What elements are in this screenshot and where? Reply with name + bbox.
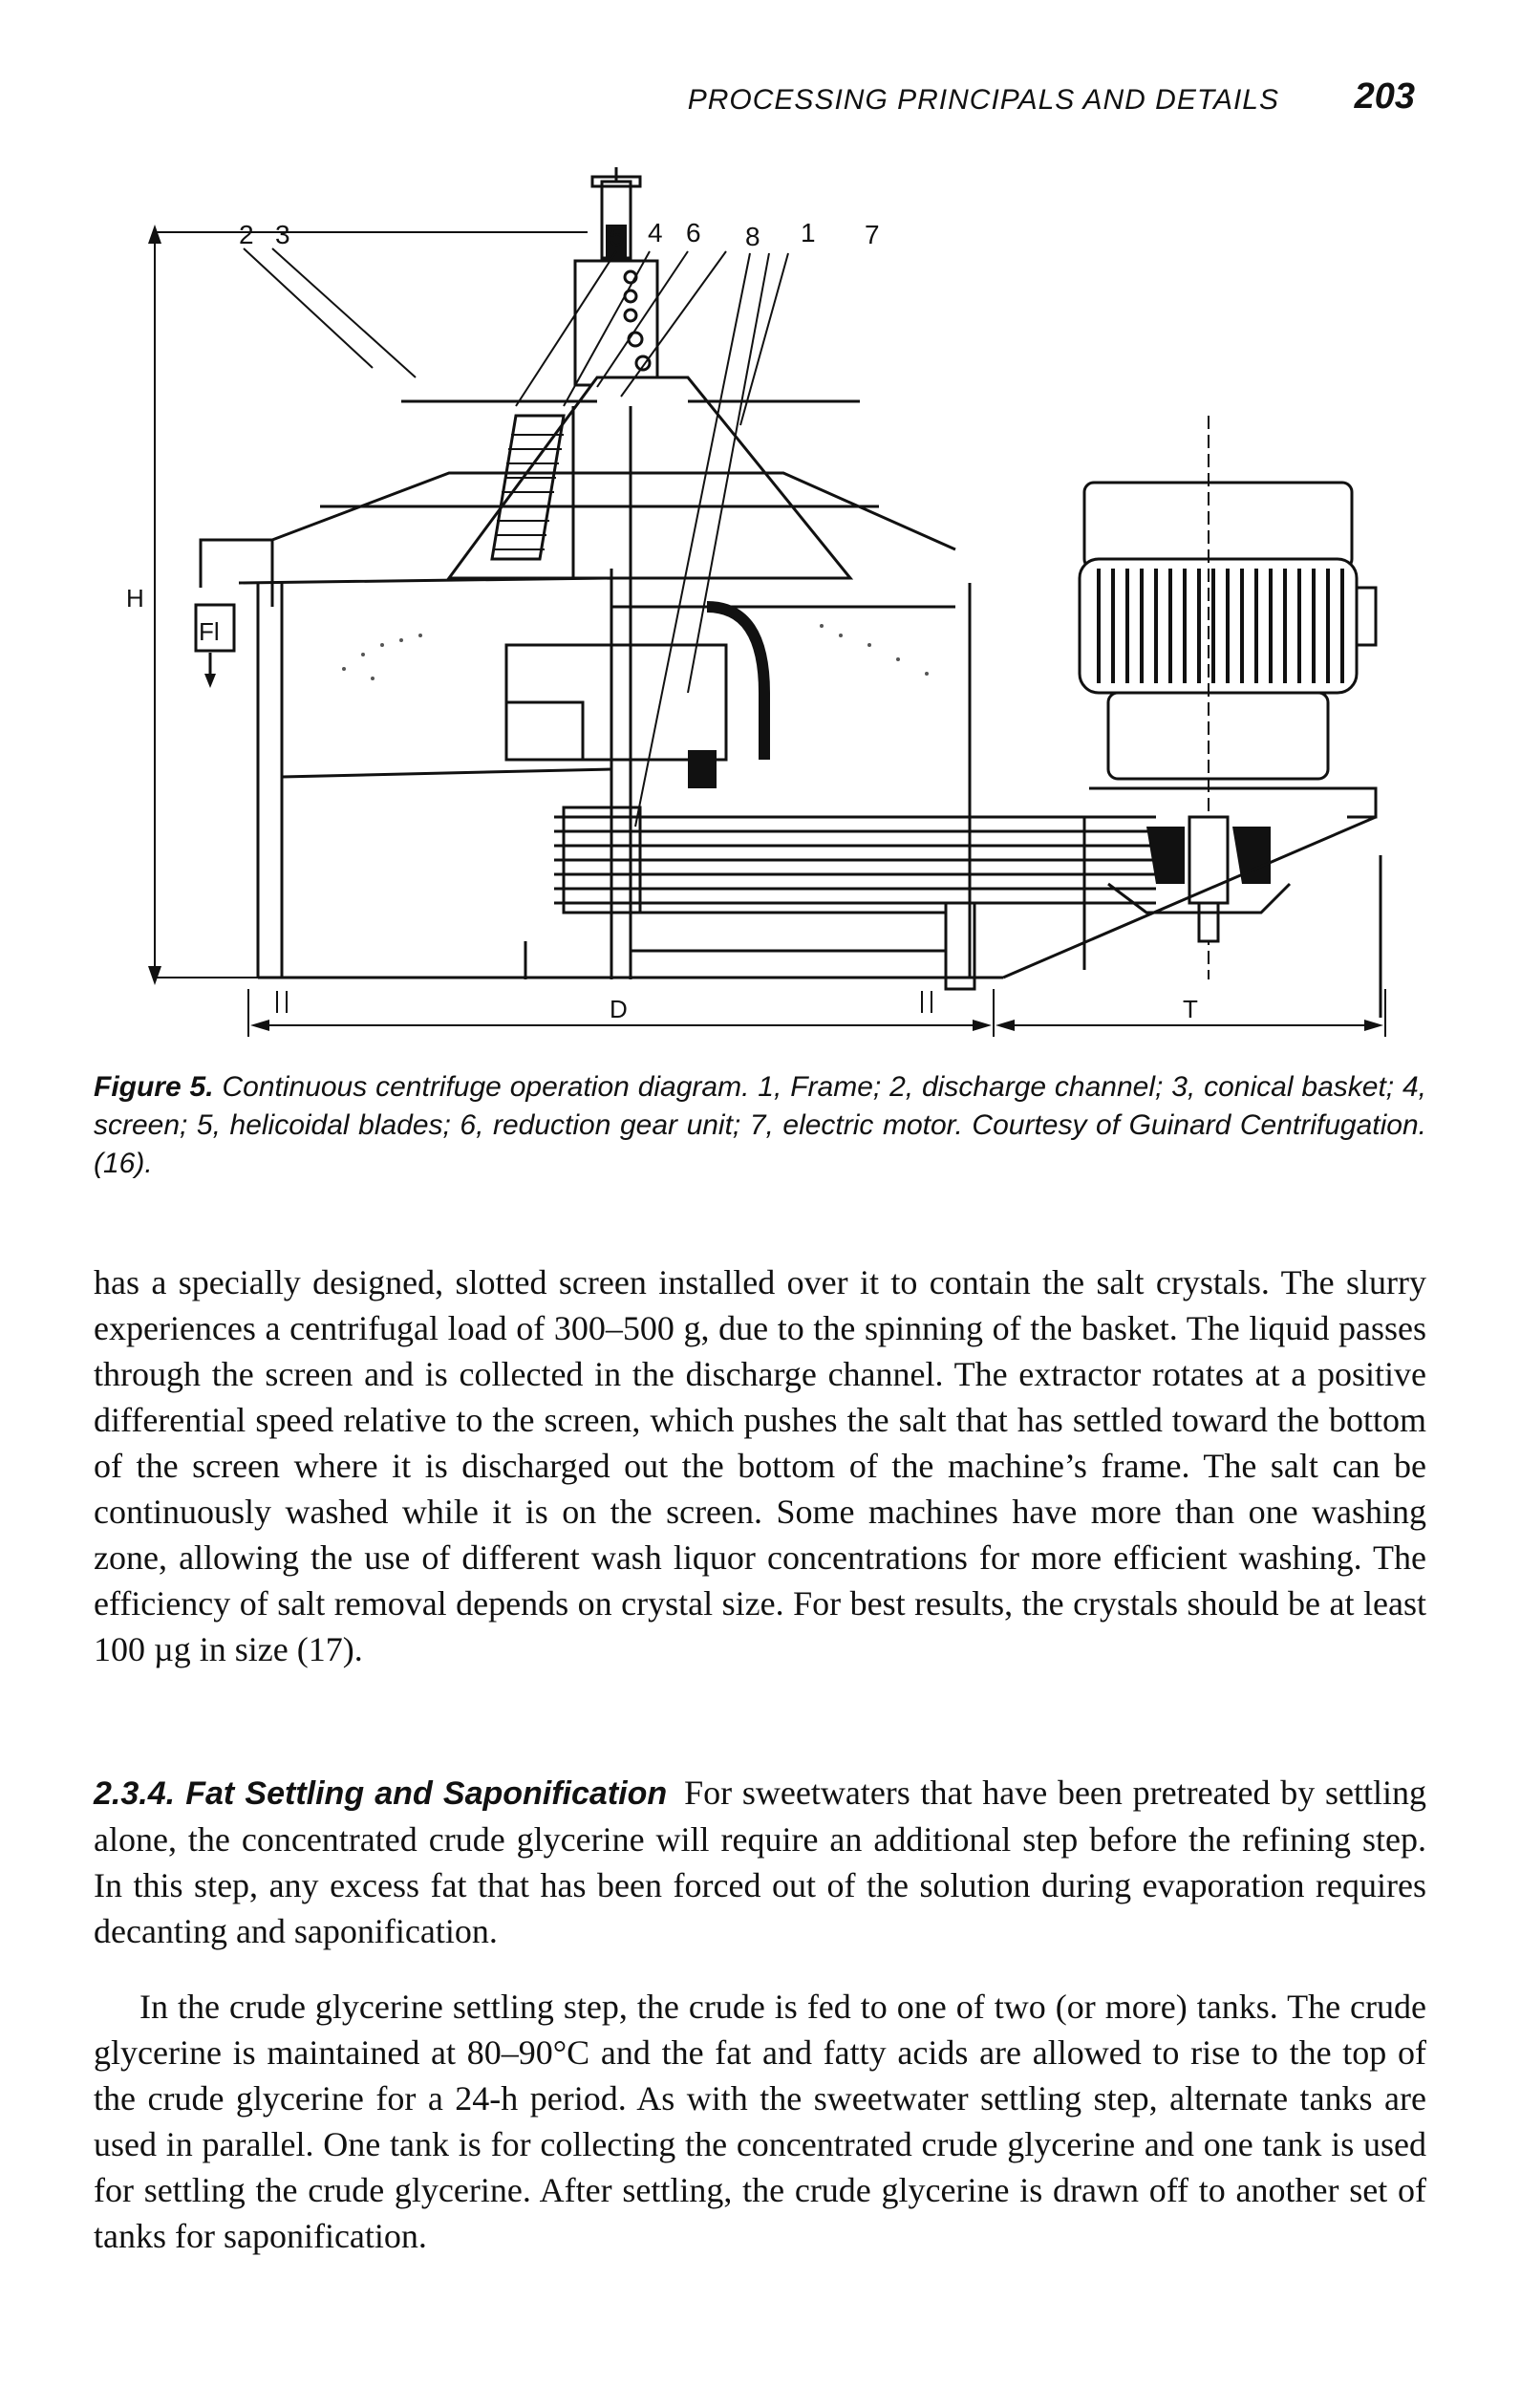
label-7: 7 bbox=[865, 220, 880, 249]
figure-caption-label: Figure 5. bbox=[94, 1071, 214, 1103]
section-heading: 2.3.4. Fat Settling and Saponification bbox=[94, 1775, 668, 1812]
paragraph-1: has a specially designed, slotted screen… bbox=[94, 1263, 1426, 1668]
label-5: 5 bbox=[610, 222, 625, 251]
label-3: 3 bbox=[275, 220, 290, 249]
figure-caption: Figure 5. Continuous centrifuge operatio… bbox=[94, 1068, 1426, 1183]
paragraph-3: In the crude glycerine settling step, th… bbox=[94, 1988, 1426, 2255]
label-Fl: Fl bbox=[199, 617, 220, 646]
label-6: 6 bbox=[686, 218, 701, 247]
label-H: H bbox=[126, 584, 144, 613]
running-title: PROCESSING PRINCIPALS AND DETAILS bbox=[687, 84, 1279, 116]
paragraph-2-text: For sweetwaters that have been pretreate… bbox=[94, 1774, 1426, 1950]
page-number: 203 bbox=[1354, 76, 1415, 117]
centrifuge-figure: H Fl bbox=[115, 158, 1414, 1061]
label-1: 1 bbox=[801, 218, 816, 247]
label-4: 4 bbox=[648, 218, 663, 247]
label-2: 2 bbox=[239, 220, 254, 249]
label-8: 8 bbox=[745, 222, 760, 251]
label-D: D bbox=[610, 995, 628, 1023]
label-T: T bbox=[1183, 995, 1198, 1023]
centrifuge-diagram: H Fl bbox=[126, 167, 1386, 1037]
figure-caption-text: Continuous centrifuge operation diagram.… bbox=[94, 1071, 1427, 1179]
page-header: PROCESSING PRINCIPALS AND DETAILS 203 bbox=[0, 76, 1520, 134]
